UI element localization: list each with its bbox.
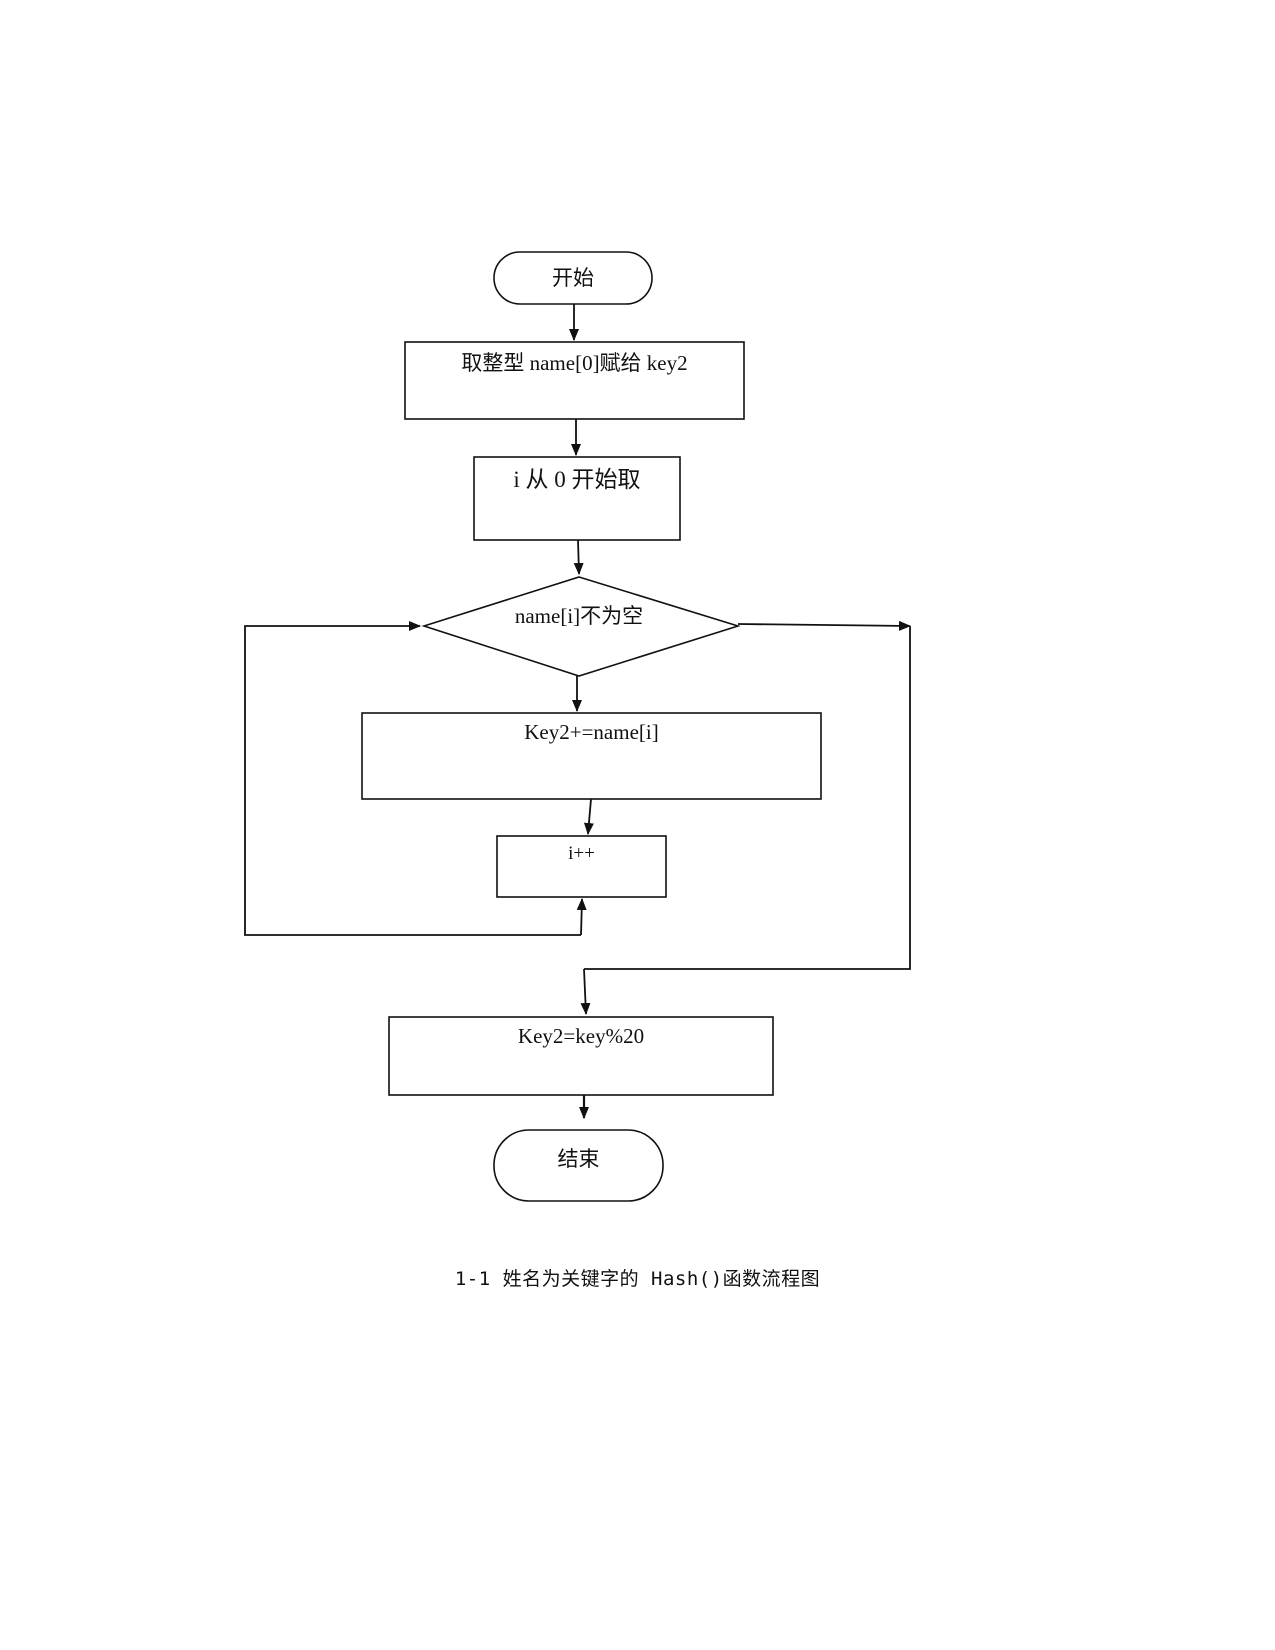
end-label: 结束 bbox=[557, 1147, 600, 1171]
init-key-label: 取整型 name[0]赋给 key2 bbox=[461, 351, 688, 375]
condition-diamond bbox=[421, 576, 741, 677]
end-terminator bbox=[493, 1129, 664, 1202]
loop-back-arrow-into-increment bbox=[576, 898, 587, 936]
exit-line-right bbox=[737, 620, 911, 631]
arrow-init-i-to-condition bbox=[573, 539, 584, 575]
modulo-label: Key2=key%20 bbox=[517, 1024, 645, 1048]
start-terminator bbox=[493, 251, 653, 305]
init-i-box bbox=[473, 456, 681, 541]
arrow-accumulate-to-increment bbox=[583, 798, 594, 835]
init-key-box bbox=[404, 341, 745, 420]
exit-line-down bbox=[584, 626, 911, 970]
arrow-exit-to-modulo bbox=[580, 968, 591, 1015]
accumulate-label: Key2+=name[i] bbox=[524, 720, 659, 744]
start-label: 开始 bbox=[552, 266, 594, 290]
increment-label: i++ bbox=[568, 843, 595, 864]
loop-back-line bbox=[244, 621, 581, 936]
condition-label: name[i]不为空 bbox=[514, 604, 644, 628]
accumulate-box bbox=[361, 712, 822, 800]
figure-caption: 1-1 姓名为关键字的 Hash()函数流程图 bbox=[454, 1268, 821, 1290]
init-i-label: i 从 0 开始取 bbox=[513, 467, 641, 492]
modulo-box bbox=[388, 1016, 774, 1096]
increment-box bbox=[496, 835, 667, 898]
